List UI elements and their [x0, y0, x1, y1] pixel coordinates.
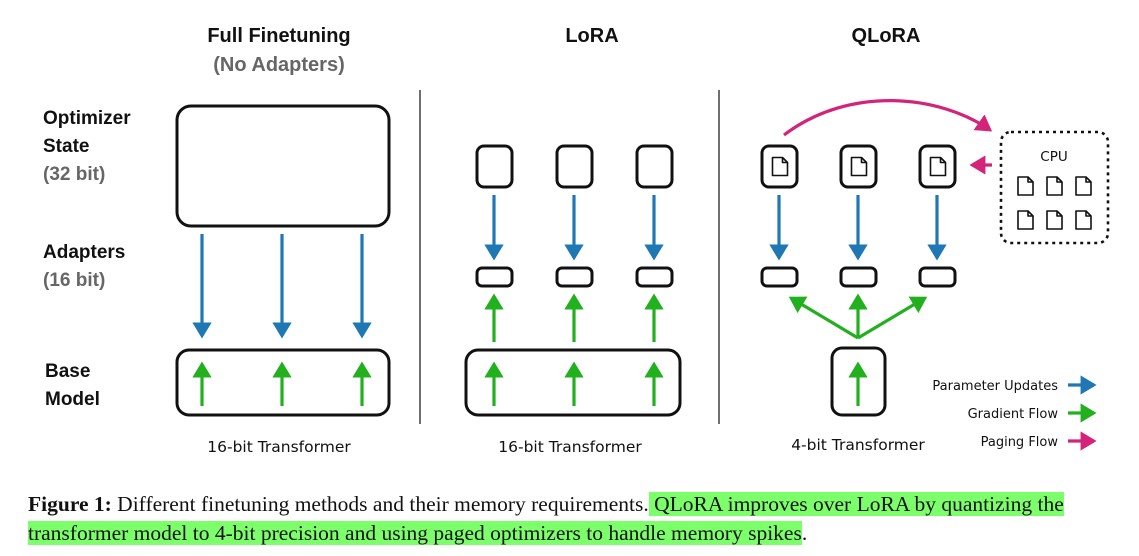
caption-text: Different finetuning methods and their m… — [111, 492, 649, 516]
page-icon — [771, 156, 789, 177]
lora-optimizer-box — [475, 144, 514, 189]
page-icon — [1046, 176, 1063, 196]
legend-gradient-flow-label: Gradient Flow — [968, 407, 1059, 422]
paging-flow-arrow — [783, 99, 993, 137]
optimizer-label-line2: State — [43, 136, 89, 157]
full-footer-label: 16-bit Transformer — [207, 438, 351, 456]
adapters-label: Adapters — [43, 242, 125, 263]
qlora-adapter-box — [760, 266, 799, 288]
base-model-label-line2: Model — [45, 389, 100, 410]
legend-paging-flow-label: Paging Flow — [981, 435, 1059, 450]
lora-optimizer-box — [555, 144, 594, 189]
page-icon — [1075, 176, 1092, 196]
qlora-title: QLoRA — [852, 25, 921, 47]
page-icon — [929, 156, 947, 177]
legend: Parameter Updates Gradient Flow Paging F… — [932, 375, 1097, 451]
lora-footer-label: 16-bit Transformer — [498, 438, 642, 456]
full-finetuning-title: Full Finetuning — [207, 25, 350, 47]
optimizer-label-line1: Optimizer — [43, 108, 131, 129]
lora-title: LoRA — [565, 25, 618, 47]
lora-optimizer-box — [635, 144, 674, 189]
page-icon — [1046, 210, 1063, 230]
gradient-flow-arrow — [788, 296, 859, 340]
cpu-label: CPU — [1040, 149, 1067, 165]
lora-adapter-box — [555, 266, 594, 288]
figure-caption: Figure 1: Different finetuning methods a… — [28, 490, 1118, 548]
qlora-adapter-box — [918, 266, 957, 288]
page-icon — [1075, 210, 1092, 230]
caption-label: Figure 1: — [28, 492, 112, 516]
gradient-flow-arrow — [857, 296, 928, 340]
page-icon — [850, 156, 868, 177]
page-icon — [1017, 176, 1034, 196]
legend-parameter-updates-label: Parameter Updates — [932, 379, 1058, 394]
adapters-bits-label: (16 bit) — [43, 270, 105, 291]
optimizer-bits-label: (32 bit) — [43, 164, 105, 185]
page-icon — [1017, 210, 1034, 230]
lora-adapter-box — [475, 266, 514, 288]
qlora-adapter-box — [839, 266, 878, 288]
full-finetuning-subtitle: (No Adapters) — [213, 54, 344, 76]
base-model-label-line1: Base — [45, 361, 90, 382]
caption-end: . — [801, 521, 808, 545]
full-optimizer-state-box — [175, 104, 391, 228]
lora-adapter-box — [635, 266, 674, 288]
qlora-footer-label: 4-bit Transformer — [791, 436, 925, 454]
